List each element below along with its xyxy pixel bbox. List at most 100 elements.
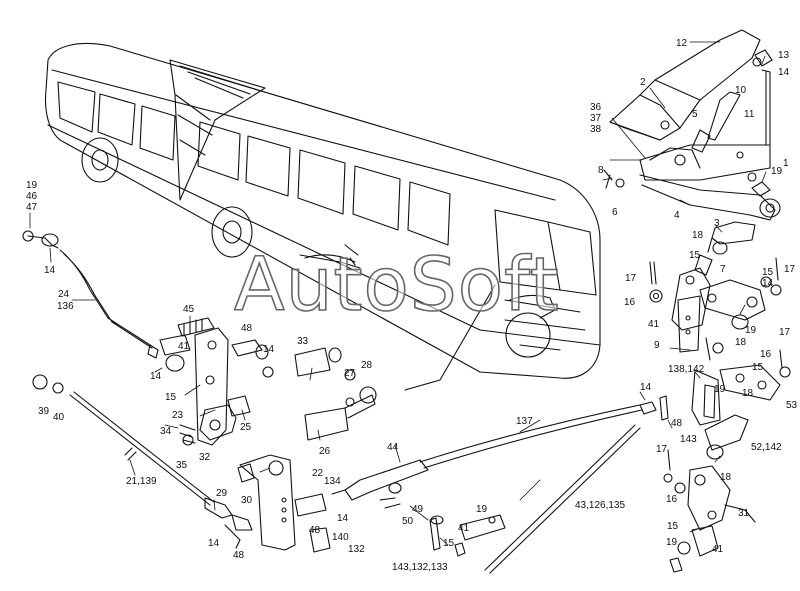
callout-19: 19 [745,325,757,336]
callout-134: 134 [324,476,341,487]
callout-27: 27 [344,368,356,379]
callout-19: 19 [26,180,38,191]
callout-43-126-135: 43,126,135 [575,500,625,511]
callout-13: 13 [778,50,790,61]
callout-17: 17 [625,273,637,284]
callout-26: 26 [319,446,331,457]
callout-41: 41 [712,544,724,555]
callout-140: 140 [332,532,349,543]
callout-3: 3 [714,218,720,229]
callout-leaders [29,41,767,546]
callout-9: 9 [654,340,660,351]
callout-18: 18 [735,337,747,348]
callout-48: 48 [233,550,245,561]
callout-21-139: 21,139 [126,476,157,487]
callout-15: 15 [689,250,701,261]
callout-19: 19 [476,504,488,515]
callout-53: 53 [786,400,798,411]
callout-17: 17 [779,327,791,338]
callout-18: 18 [720,472,732,483]
callout-19: 19 [771,166,783,177]
callout-37: 37 [590,113,602,124]
callout-52-142: 52,142 [751,442,782,453]
callout-14: 14 [640,382,652,393]
callout-39: 39 [38,406,50,417]
callout-132: 132 [348,544,365,555]
callout-15: 15 [443,538,455,549]
callout-14: 14 [208,538,220,549]
callout-30: 30 [241,495,253,506]
callout-50: 50 [402,516,414,527]
callout-47: 47 [26,202,38,213]
callout-29: 29 [216,488,228,499]
callout-40: 40 [53,412,65,423]
callout-16: 16 [666,494,678,505]
callout-41: 41 [178,341,190,352]
callout-33: 33 [297,336,309,347]
callout-23: 23 [172,410,184,421]
callout-15: 15 [752,362,764,373]
callout-44: 44 [387,442,399,453]
callout-137: 137 [516,416,533,427]
callout-15: 15 [762,267,774,278]
callout-35: 35 [176,460,188,471]
callout-7: 7 [720,264,726,275]
callout-12: 12 [676,38,688,49]
callout-48: 48 [309,525,321,536]
callout-14: 14 [150,371,162,382]
callout-19: 19 [666,537,678,548]
callout-labels: 12 13 14 2 10 36 37 38 5 11 1 8 6 19 4 3… [26,38,798,573]
right-lever-chain [649,241,791,573]
callout-17: 17 [784,264,796,275]
callout-18: 18 [692,230,704,241]
callout-143: 143 [680,434,697,445]
callout-19: 19 [714,384,726,395]
callout-18: 18 [742,388,754,399]
callout-6: 6 [612,207,618,218]
callout-41: 41 [458,523,470,534]
callout-36: 36 [590,102,602,113]
callout-138-142: 138,142 [668,364,705,375]
callout-45: 45 [183,304,195,315]
callout-1: 1 [783,158,789,169]
articulated-bus-outline [44,43,601,391]
callout-16: 16 [624,297,636,308]
callout-22: 22 [312,468,324,479]
autosoft-watermark: AutoSoft [233,242,560,328]
callout-24: 24 [58,289,70,300]
callout-11: 11 [744,109,755,120]
left-linkage-rods [22,230,253,549]
callout-15: 15 [165,392,177,403]
callout-2: 2 [640,77,646,88]
central-lever-assembly [159,317,377,553]
callout-14: 14 [44,265,56,276]
callout-143-132-133: 143,132,133 [392,562,448,573]
center-rods [331,401,657,574]
callout-4: 4 [674,210,680,221]
callout-10: 10 [735,85,747,96]
callout-14: 14 [337,513,349,524]
callout-14: 14 [263,344,275,355]
callout-41: 41 [648,319,660,330]
callout-38: 38 [590,124,602,135]
callout-48: 48 [241,323,253,334]
callout-31: 31 [738,508,750,519]
callout-17: 17 [656,444,668,455]
callout-32: 32 [199,452,211,463]
pedal-bracket-assembly [603,29,781,253]
callout-46: 46 [26,191,38,202]
callout-136: 136 [57,301,74,312]
callout-28: 28 [361,360,373,371]
callout-25: 25 [240,422,252,433]
callout-34: 34 [160,426,172,437]
callout-15: 15 [667,521,679,532]
callout-14: 14 [778,67,790,78]
callout-49: 49 [412,504,424,515]
callout-48: 48 [671,418,683,429]
callout-16: 16 [760,349,772,360]
callout-5: 5 [692,109,698,120]
callout-8: 8 [598,165,604,176]
callout-14: 14 [762,278,774,289]
